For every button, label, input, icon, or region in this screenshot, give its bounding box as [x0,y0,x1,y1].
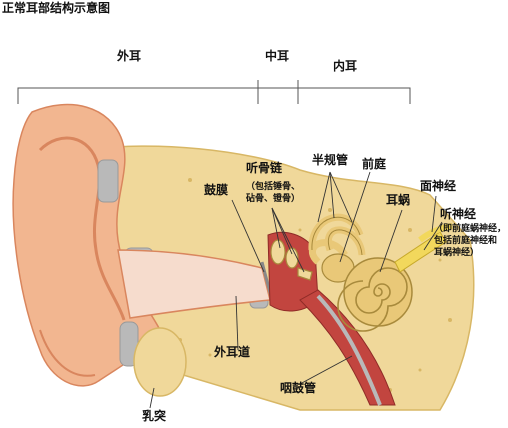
label-nerve-note-2: 包括前庭神经和 [434,236,498,246]
label-nerve-note-3: 耳蜗神经） [434,248,480,258]
cochlea-shape [337,257,413,332]
label-eardrum: 鼓膜 [204,183,229,197]
auricle-fold [38,136,126,321]
label-ossicles-note-2: 砧骨、镫骨） [246,194,301,204]
label-eustachian-tube: 咽鼓管 [280,381,317,395]
mastoid-shape [133,327,187,397]
label-nerve-note-1: （即前庭蜗神经， [434,224,507,234]
nerve-bundle [394,231,447,273]
earlobe [39,329,96,377]
label-semicircular-canals: 半规管 [312,153,349,167]
ear-canal [117,249,271,319]
diagram-title: 正常耳部结构示意图 [2,1,111,15]
canal-outline [311,216,363,256]
label-ossicles-note-1: （包括锤骨、 [246,182,301,192]
label-facial-nerve: 面神经 [420,179,457,193]
label-ear-canal: 外耳道 [214,345,251,359]
label-cochlea: 耳蜗 [386,193,411,207]
section-outer-ear: 外耳 [117,49,142,63]
label-vestibule: 前庭 [362,157,387,171]
section-brackets [17,80,411,104]
section-middle-ear: 中耳 [265,49,290,63]
label-ossicles: 听骨链 [246,161,283,175]
label-mastoid: 乳突 [142,409,167,423]
eustachian-tube [299,289,396,406]
pointer-lines [149,171,443,409]
facial-nerve-shape [418,223,453,243]
eustachian-cartilage [316,294,382,406]
section-inner-ear: 内耳 [333,59,358,73]
label-auditory-nerve: 听神经 [440,207,477,221]
